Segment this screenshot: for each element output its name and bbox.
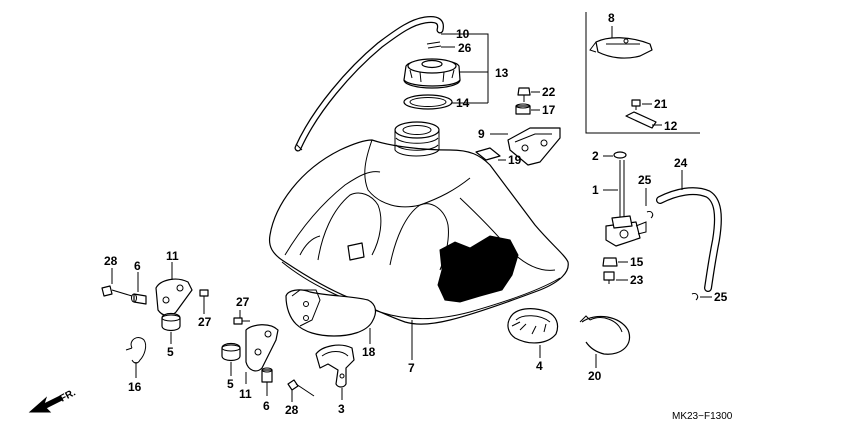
callout-19: 19 bbox=[508, 153, 522, 167]
callout-4: 4 bbox=[536, 359, 543, 373]
heat-guard-18 bbox=[285, 289, 377, 337]
callout-20: 20 bbox=[588, 369, 602, 383]
bracket-11b bbox=[245, 324, 279, 372]
callout-9: 9 bbox=[478, 127, 485, 141]
leader-group-cap bbox=[441, 33, 489, 104]
callout-18: 18 bbox=[362, 345, 376, 359]
fuel-tank bbox=[268, 121, 569, 325]
tank-bracket-9 bbox=[507, 127, 561, 166]
rubber-pad-19 bbox=[475, 147, 501, 161]
inset-frame bbox=[585, 12, 700, 134]
clip-16 bbox=[125, 337, 147, 364]
rubber-band-4 bbox=[507, 308, 559, 344]
fuel-hose bbox=[656, 187, 722, 292]
bolt-23 bbox=[603, 271, 615, 284]
rubber-5a bbox=[161, 312, 181, 332]
fuel-valve bbox=[605, 160, 647, 247]
callout-14: 14 bbox=[456, 96, 470, 110]
bolt-21 bbox=[631, 99, 641, 110]
callout-21: 21 bbox=[654, 97, 668, 111]
collar-6a bbox=[131, 293, 147, 305]
bolt-22 bbox=[517, 87, 531, 102]
callout-23: 23 bbox=[630, 273, 644, 287]
callout-10: 10 bbox=[456, 27, 470, 41]
tube-clip bbox=[426, 41, 442, 49]
rubber-5b bbox=[221, 342, 241, 362]
bolt-28b bbox=[287, 379, 315, 397]
callout-13: 13 bbox=[495, 66, 509, 80]
callout-8: 8 bbox=[608, 11, 615, 25]
strap-20 bbox=[579, 315, 631, 355]
callout-3: 3 bbox=[338, 402, 345, 416]
callout-22: 22 bbox=[542, 85, 556, 99]
front-direction-arrow bbox=[28, 395, 63, 413]
bolt-27b bbox=[233, 317, 250, 325]
collar-17 bbox=[515, 103, 531, 115]
clip-25b bbox=[691, 293, 699, 301]
callout-28: 28 bbox=[285, 403, 299, 417]
callout-28: 28 bbox=[104, 254, 118, 268]
front-direction-label: FR. bbox=[58, 387, 78, 404]
callout-2: 2 bbox=[592, 149, 599, 163]
strap-3 bbox=[315, 344, 355, 388]
callout-11: 11 bbox=[166, 249, 179, 263]
washer-15 bbox=[602, 257, 618, 267]
callout-27: 27 bbox=[236, 295, 250, 309]
callout-6: 6 bbox=[263, 399, 270, 413]
breather-tube bbox=[294, 16, 444, 152]
callout-27: 27 bbox=[198, 315, 212, 329]
callout-6: 6 bbox=[134, 259, 141, 273]
callout-17: 17 bbox=[542, 103, 556, 117]
callout-12: 12 bbox=[664, 119, 678, 133]
callout-7: 7 bbox=[408, 361, 415, 375]
callout-1: 1 bbox=[592, 183, 599, 197]
cap-seal bbox=[403, 94, 453, 110]
drawing-code: MK23−F1300 bbox=[672, 411, 733, 422]
callout-25: 25 bbox=[714, 290, 728, 304]
bracket-11a bbox=[155, 278, 193, 317]
collar-6b bbox=[261, 367, 273, 383]
callout-15: 15 bbox=[630, 255, 644, 269]
clip-25a bbox=[646, 211, 654, 219]
callout-26: 26 bbox=[458, 41, 472, 55]
callout-16: 16 bbox=[128, 380, 142, 394]
bolt-27a bbox=[199, 289, 209, 304]
bolt-28a bbox=[101, 285, 133, 297]
callout-5: 5 bbox=[227, 377, 234, 391]
callout-24: 24 bbox=[674, 156, 688, 170]
callout-5: 5 bbox=[167, 345, 174, 359]
washer-2 bbox=[613, 151, 627, 159]
plate-12 bbox=[625, 111, 657, 129]
callout-25: 25 bbox=[638, 173, 652, 187]
callout-11: 11 bbox=[239, 387, 252, 401]
fuel-cap bbox=[403, 58, 461, 89]
bracket-8 bbox=[589, 37, 653, 59]
